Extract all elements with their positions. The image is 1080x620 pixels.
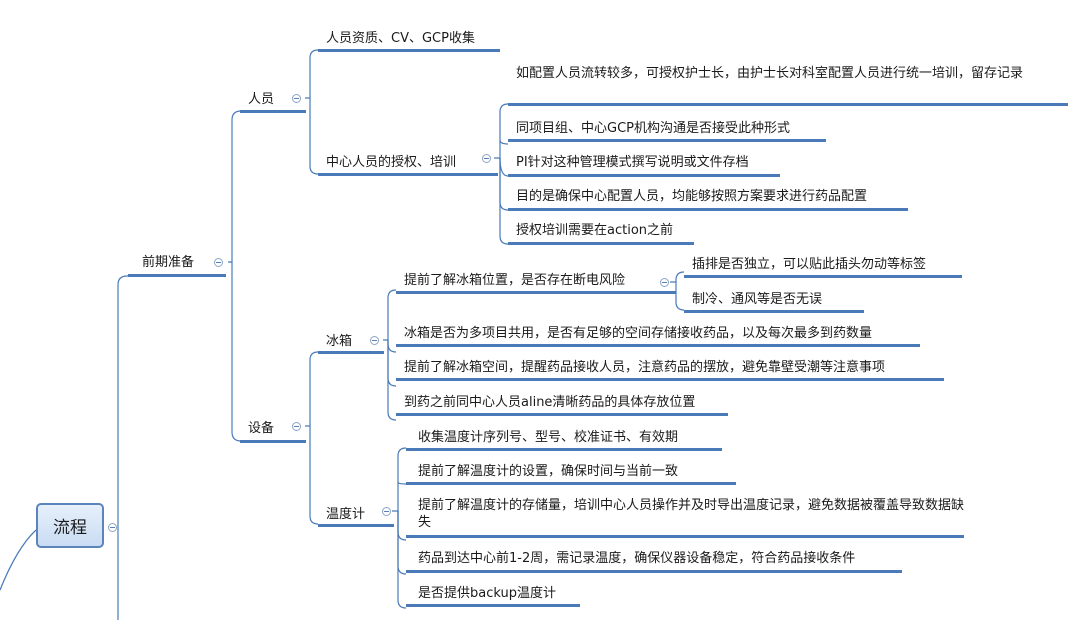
node-renyuan[interactable]: 人员	[248, 92, 275, 107]
node-underline	[128, 274, 226, 277]
node-underline	[318, 524, 394, 527]
node-underline	[240, 440, 306, 443]
leaf-bingxiang-1[interactable]: 冰箱是否为多项目共用，是否有足够的空间存储接收药品，以及每次最多到药数量	[404, 326, 873, 341]
node-underline	[684, 275, 962, 278]
node-underline	[396, 413, 728, 416]
node-bingxiang-weizhi[interactable]: 提前了解冰箱位置，是否存在断电风险	[404, 273, 626, 288]
node-underline	[240, 110, 306, 113]
leaf-shouquan-3[interactable]: PI针对这种管理模式撰写说明或文件存档	[516, 155, 749, 170]
node-bingxiang[interactable]: 冰箱	[326, 334, 353, 349]
leaf-wenduji-2[interactable]: 提前了解温度计的设置，确保时间与当前一致	[418, 464, 679, 479]
node-underline	[684, 310, 864, 313]
leaf-bingxiang-2[interactable]: 提前了解冰箱空间，提醒药品接收人员，注意药品的摆放，避免靠壁受潮等注意事项	[404, 360, 886, 375]
node-underline	[406, 604, 580, 607]
root-node[interactable]: 流程	[36, 503, 104, 548]
collapse-icon[interactable]	[292, 422, 301, 431]
leaf-wenduji-3[interactable]: 提前了解温度计的存储量，培训中心人员操作并及时导出温度记录，避免数据被覆盖导致数…	[418, 498, 965, 530]
leaf-shouquan-2[interactable]: 同项目组、中心GCP机构沟通是否接受此种形式	[516, 121, 790, 136]
collapse-icon[interactable]	[214, 258, 223, 267]
node-underline	[508, 174, 780, 177]
node-underline	[508, 242, 694, 245]
node-underline	[406, 482, 736, 485]
leaf-wenduji-1[interactable]: 收集温度计序列号、型号、校准证书、有效期	[418, 430, 679, 445]
node-underline	[396, 378, 944, 381]
node-underline	[396, 291, 676, 294]
collapse-icon[interactable]	[660, 278, 669, 287]
node-underline	[318, 49, 500, 52]
node-underline	[508, 208, 908, 211]
node-underline	[406, 535, 964, 538]
leaf-bingxiang-3[interactable]: 到药之前同中心人员aline清晰药品的具体存放位置	[404, 395, 696, 410]
node-wenduji[interactable]: 温度计	[326, 507, 366, 522]
collapse-icon[interactable]	[292, 94, 301, 103]
leaf-wenduji-4[interactable]: 药品到达中心前1-2周，需记录温度，确保仪器设备稳定，符合药品接收条件	[418, 551, 856, 566]
node-underline	[318, 351, 384, 354]
root-label: 流程	[53, 518, 87, 538]
node-renyuan-zizhi[interactable]: 人员资质、CV、GCP收集	[326, 31, 475, 46]
node-underline	[508, 139, 826, 142]
leaf-shouquan-5[interactable]: 授权培训需要在action之前	[516, 223, 674, 238]
node-underline	[406, 570, 902, 573]
leaf-weizhi-1[interactable]: 插排是否独立，可以贴此插头勿动等标签	[692, 257, 927, 272]
node-shouquan-peixun[interactable]: 中心人员的授权、培训	[326, 155, 457, 170]
leaf-shouquan-1[interactable]: 如配置人员流转较多，可授权护士长，由护士长对科室配置人员进行统一培训，留存记录	[516, 66, 1024, 81]
leaf-weizhi-2[interactable]: 制冷、通风等是否无误	[692, 292, 823, 307]
node-underline	[508, 103, 1068, 106]
collapse-icon[interactable]	[108, 523, 117, 532]
node-underline	[396, 344, 920, 347]
collapse-icon[interactable]	[370, 336, 379, 345]
collapse-icon[interactable]	[482, 154, 491, 163]
node-qianqi-zhunbei[interactable]: 前期准备	[142, 255, 195, 270]
collapse-icon[interactable]	[382, 507, 391, 516]
node-underline	[318, 173, 498, 176]
node-underline	[406, 448, 722, 451]
leaf-shouquan-4[interactable]: 目的是确保中心配置人员，均能够按照方案要求进行药品配置	[516, 189, 868, 204]
node-shebei[interactable]: 设备	[248, 421, 275, 436]
leaf-wenduji-5[interactable]: 是否提供backup温度计	[418, 586, 556, 601]
